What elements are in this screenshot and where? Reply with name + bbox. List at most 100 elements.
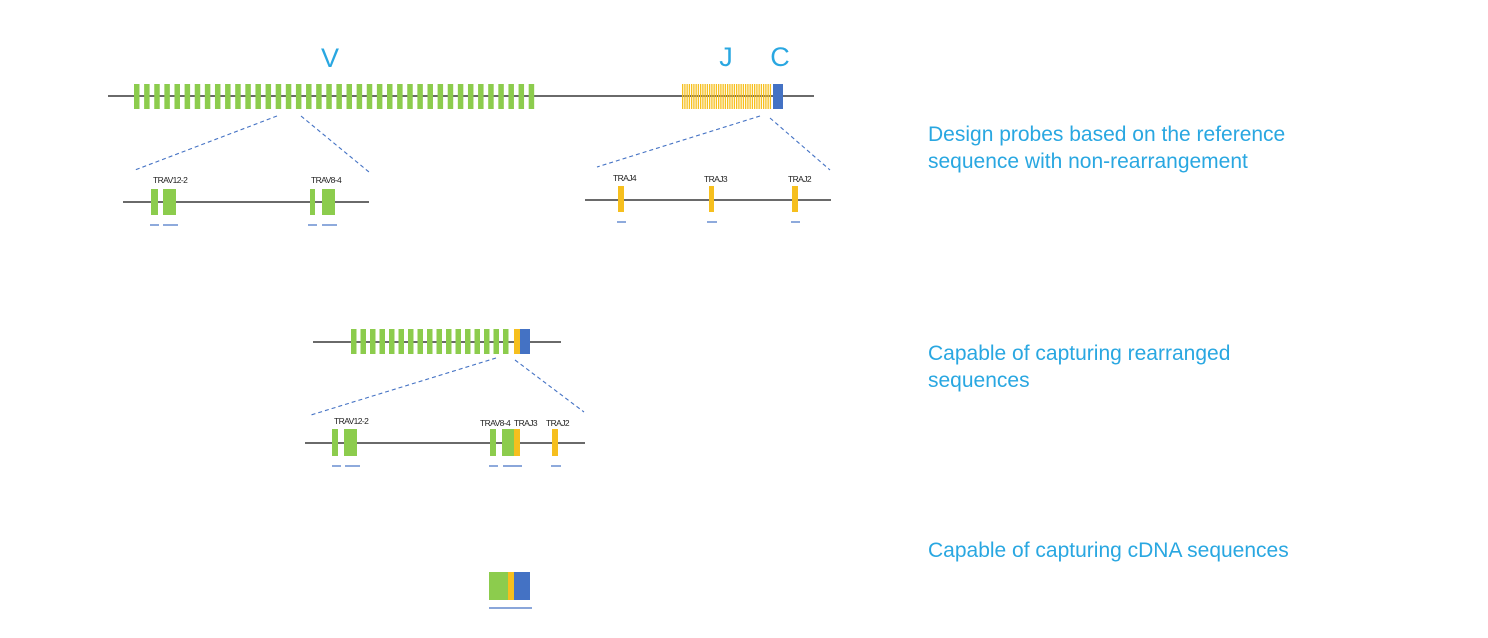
v-segment xyxy=(235,84,241,109)
v-segment xyxy=(306,84,312,109)
cdna-v-segment xyxy=(489,572,508,600)
v-segment xyxy=(245,84,251,109)
v-segment xyxy=(518,84,525,109)
j-segment xyxy=(715,84,718,109)
gene-label-traj3: TRAJ3 xyxy=(704,174,728,184)
v-segment xyxy=(408,329,414,354)
zoom-reference-v: TRAV12-2 TRAV8-4 xyxy=(123,175,369,226)
v-segment xyxy=(204,84,211,109)
j-segment xyxy=(700,84,702,109)
j-exon xyxy=(792,186,798,212)
v-segment xyxy=(455,329,461,354)
locus-v-segments xyxy=(134,84,535,109)
j-segment xyxy=(695,84,697,109)
j-segment xyxy=(751,84,754,109)
caption-rearranged: Capable of capturing rearranged sequence… xyxy=(928,342,1231,392)
j-exon xyxy=(552,429,558,456)
j-segment xyxy=(711,84,713,109)
v-segment xyxy=(144,84,150,109)
j-segment xyxy=(702,84,704,109)
j-exon xyxy=(514,429,520,456)
zoom-line-j-left xyxy=(596,115,761,168)
j-segment xyxy=(756,84,758,109)
j-segment xyxy=(758,84,760,109)
v-exon xyxy=(490,429,496,456)
zoom-lines-rearranged xyxy=(310,357,585,416)
v-segment xyxy=(295,84,302,109)
cdna-sequence xyxy=(489,572,532,609)
v-exon xyxy=(502,429,514,456)
caption-cdna: Capable of capturing cDNA sequences xyxy=(928,539,1289,562)
v-segment xyxy=(465,329,471,354)
v-segment xyxy=(498,84,504,109)
v-exon xyxy=(344,429,357,456)
j-segment xyxy=(749,84,751,109)
v-segment xyxy=(387,84,393,109)
j-segment xyxy=(713,84,715,109)
j-segment xyxy=(682,84,684,109)
j-segment xyxy=(688,84,691,109)
zoom-lines-reference xyxy=(134,115,831,173)
v-segment xyxy=(474,329,480,354)
caption-reference-probes: Design probes based on the reference seq… xyxy=(928,123,1286,173)
j-segment xyxy=(763,84,765,109)
v-segment xyxy=(427,84,433,109)
v-segment xyxy=(275,84,282,109)
v-segment xyxy=(366,84,373,109)
j-segment xyxy=(731,84,733,109)
v-segment xyxy=(398,329,404,354)
locus-j-segments xyxy=(682,84,772,109)
j-segment xyxy=(720,84,722,109)
v-segment xyxy=(214,84,221,109)
v-segment xyxy=(225,84,231,109)
v-segment xyxy=(508,84,514,109)
j-segment xyxy=(724,84,727,109)
locus-c-segment xyxy=(773,84,783,109)
j-segment xyxy=(709,84,711,109)
gene-label-traj4: TRAJ4 xyxy=(613,173,637,183)
v-exon xyxy=(322,189,335,215)
region-label-c: C xyxy=(770,42,790,72)
v-segment xyxy=(417,84,423,109)
v-segment xyxy=(503,329,509,354)
j-exon xyxy=(709,186,714,212)
v-segment xyxy=(174,84,180,109)
j-segment xyxy=(704,84,706,109)
v-segment xyxy=(360,329,366,354)
v-segment xyxy=(389,329,395,354)
v-segment xyxy=(457,84,464,109)
v-segment xyxy=(326,84,332,109)
j-segment xyxy=(722,84,724,109)
j-segment xyxy=(769,84,772,109)
v-segment xyxy=(370,329,376,354)
zoom-rearranged: TRAV12-2 TRAV8-4 TRAJ3 TRAJ2 xyxy=(305,416,585,467)
gene-label-trav8-4: TRAV8-4 xyxy=(311,175,342,185)
v-segment xyxy=(397,84,403,109)
v-segment xyxy=(467,84,474,109)
j-segment xyxy=(686,84,688,109)
v-segment xyxy=(346,84,353,109)
zoom-reference-j: TRAJ4 TRAJ3 TRAJ2 xyxy=(585,173,831,223)
rearranged-j-segment xyxy=(514,329,520,354)
v-segment xyxy=(478,84,484,109)
j-segment xyxy=(718,84,720,109)
v-exon xyxy=(332,429,338,456)
gene-label-trav8-4: TRAV8-4 xyxy=(480,418,511,428)
j-segment xyxy=(754,84,756,109)
v-exon xyxy=(151,189,158,215)
v-segment xyxy=(154,84,160,109)
zoom-line-j-right xyxy=(769,117,831,171)
j-segment xyxy=(760,84,763,109)
v-segment xyxy=(351,329,357,354)
rearranged-locus xyxy=(313,329,561,354)
v-segment xyxy=(417,329,423,354)
j-segment xyxy=(742,84,745,109)
j-segment xyxy=(727,84,729,109)
v-segment xyxy=(285,84,292,109)
gene-label-trav12-2: TRAV12-2 xyxy=(334,416,369,426)
rearranged-c-segment xyxy=(520,329,530,354)
zoom-line-rearranged-left xyxy=(310,357,497,416)
j-segment xyxy=(745,84,747,109)
v-segment xyxy=(265,84,272,109)
j-segment xyxy=(684,84,686,109)
